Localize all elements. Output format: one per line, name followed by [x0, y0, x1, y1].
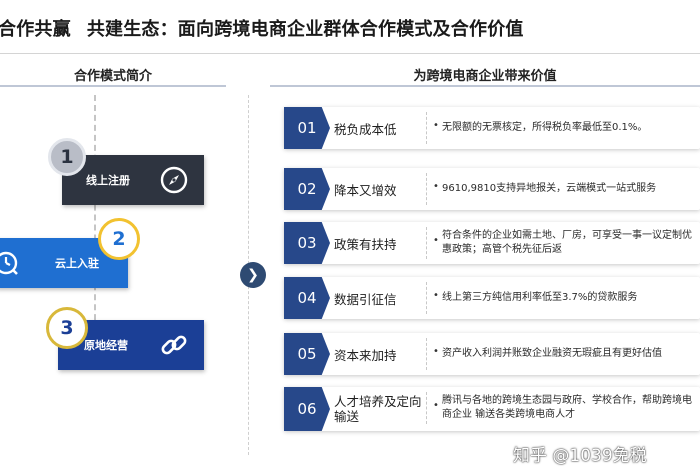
value-description: 符合条件的企业如需土地、厂房，可享受一事一议定制优惠政策；高管个税先征后返	[442, 230, 692, 255]
step-label: 原地经营	[84, 339, 128, 352]
step-number-badge: 2	[98, 218, 140, 260]
value-title: 降本又增效	[334, 182, 397, 198]
value-item: 06 人才培养及定向输送 • 腾讯与各地的跨境生态园与政府、学校合作，帮助跨境电…	[284, 387, 700, 431]
title-part-1: 合作共赢	[0, 19, 71, 40]
left-panel-heading: 合作模式简介	[73, 69, 152, 84]
title-part-2: 共建生态：面向跨境电商企业群体合作模式及合作价值	[86, 19, 524, 40]
right-panel-header: 为跨境电商企业带来价值	[270, 65, 700, 87]
step-number-badge: 3	[46, 307, 88, 349]
value-item: 04 数据引征信 • 线上第三方纯信用利率低至3.7%的贷款服务	[284, 277, 700, 319]
page-title: 合作共赢共建生态：面向跨境电商企业群体合作模式及合作价值	[0, 15, 698, 41]
link-icon	[161, 335, 187, 355]
value-description: 9610,9810支持异地报关，云端模式一站式服务	[442, 183, 657, 194]
title-divider	[0, 53, 700, 54]
right-heading-underline	[270, 85, 700, 87]
left-heading-underline	[0, 85, 226, 87]
value-description: 无限额的无票核定，所得税负率最低至0.1%。	[442, 122, 648, 133]
value-title: 资本来加持	[334, 347, 397, 363]
bullet-icon: •	[433, 400, 439, 411]
left-panel-header: 合作模式简介	[0, 65, 226, 87]
bullet-icon: •	[433, 346, 439, 357]
step-label: 云上入驻	[55, 257, 99, 270]
value-number: 02	[284, 168, 330, 210]
value-number: 03	[284, 222, 330, 264]
bullet-icon: •	[433, 181, 439, 192]
bullet-icon: •	[433, 120, 439, 131]
next-arrow-button[interactable]: ❯	[240, 262, 266, 288]
value-title: 政策有扶持	[334, 236, 397, 252]
value-title: 人才培养及定向输送	[334, 394, 422, 424]
step-timeline	[94, 95, 96, 370]
value-item: 01 税负成本低 • 无限额的无票核定，所得税负率最低至0.1%。	[284, 107, 700, 149]
value-title: 税负成本低	[334, 121, 397, 137]
right-panel-heading: 为跨境电商企业带来价值	[413, 69, 557, 84]
compass-icon	[160, 166, 188, 194]
value-item: 02 降本又增效 • 9610,9810支持异地报关，云端模式一站式服务	[284, 168, 700, 210]
value-title: 数据引征信	[334, 291, 397, 307]
value-item: 03 政策有扶持 • 符合条件的企业如需土地、厂房，可享受一事一议定制优惠政策；…	[284, 222, 700, 264]
step-number-badge: 1	[48, 138, 86, 176]
value-description: 腾讯与各地的跨境生态园与政府、学校合作，帮助跨境电商企业 输送各类跨境电商人才	[442, 395, 692, 420]
value-item: 05 资本来加持 • 资产收入利润并账致企业融资无瑕疵且有更好估值	[284, 333, 700, 375]
value-number: 05	[284, 333, 330, 375]
watermark: 知乎 @1039免税	[513, 446, 647, 466]
value-number: 04	[284, 277, 330, 319]
bullet-icon: •	[433, 235, 439, 246]
chevron-right-icon: ❯	[247, 267, 259, 283]
clock-icon	[0, 251, 18, 275]
bullet-icon: •	[433, 290, 439, 301]
step-card-online-register[interactable]: 线上注册	[62, 155, 204, 205]
value-number: 06	[284, 387, 330, 431]
value-description: 线上第三方纯信用利率低至3.7%的贷款服务	[442, 292, 638, 303]
value-description: 资产收入利润并账致企业融资无瑕疵且有更好估值	[442, 348, 662, 359]
value-number: 01	[284, 107, 330, 149]
step-label: 线上注册	[86, 174, 130, 187]
